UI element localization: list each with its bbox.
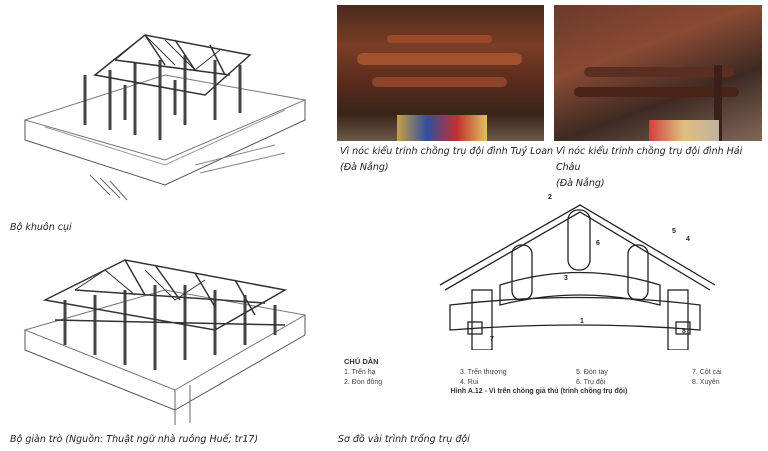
diagram-caption: Sơ đồ vài trình trống trụ đội bbox=[338, 434, 470, 445]
gian-tro-caption: Bộ giàn trò (Nguồn: Thuật ngữ nhà ruông … bbox=[10, 434, 259, 445]
khuon-cui-drawing bbox=[23, 34, 307, 201]
figure-title: Hình A.12 - Vì trến chồng giả thủ (trính… bbox=[450, 388, 628, 395]
legend-item: 8. Xuyên bbox=[692, 379, 720, 386]
khuon-cui-caption: Bộ khuôn cụi bbox=[10, 222, 72, 233]
caption-line: Vì nóc kiểu trính chồng trụ đội đình Hải… bbox=[556, 146, 743, 173]
caption-line: (Đà Nẵng) bbox=[340, 162, 389, 173]
truss-diagram bbox=[439, 204, 716, 350]
legend-item: 3. Trến thượng bbox=[460, 369, 507, 376]
gian-tro-drawing bbox=[23, 259, 307, 425]
photo-tuy-loan bbox=[337, 5, 544, 141]
diagram-label-8: 8 bbox=[682, 328, 686, 335]
diagram-label-7: 7 bbox=[490, 336, 494, 343]
legend-item: 7. Cột cái bbox=[692, 369, 722, 376]
diagram-label-4: 4 bbox=[686, 236, 690, 243]
diagram-label-1: 1 bbox=[580, 318, 584, 325]
legend-title: CHÚ DẪN bbox=[344, 357, 379, 366]
diagram-label-6: 6 bbox=[596, 240, 600, 247]
hai-chau-caption: Vì nóc kiểu trính chồng trụ đội đình Hải… bbox=[556, 144, 768, 192]
legend-item: 6. Trụ đội bbox=[576, 379, 606, 386]
tuy-loan-caption: Vì nóc kiểu trính chồng trụ đội đình Tuý… bbox=[340, 144, 553, 176]
diagram-label-5: 5 bbox=[672, 228, 676, 235]
caption-line: Vì nóc kiểu trính chồng trụ đội đình Tuý… bbox=[340, 146, 554, 157]
diagram-legend: CHÚ DẪN 1. Trến hạ 3. Trến thượng 5. Đòn… bbox=[344, 357, 734, 395]
legend-item: 1. Trến hạ bbox=[344, 369, 376, 376]
photo-hai-chau bbox=[554, 5, 762, 141]
diagram-label-3: 3 bbox=[564, 275, 568, 282]
legend-item: 2. Đòn đông bbox=[344, 379, 383, 386]
caption-line: (Đà Nẵng) bbox=[556, 178, 605, 189]
legend-item: 4. Rui bbox=[460, 379, 479, 386]
legend-item: 5. Đòn tay bbox=[576, 369, 608, 376]
diagram-label-2: 2 bbox=[548, 194, 552, 201]
